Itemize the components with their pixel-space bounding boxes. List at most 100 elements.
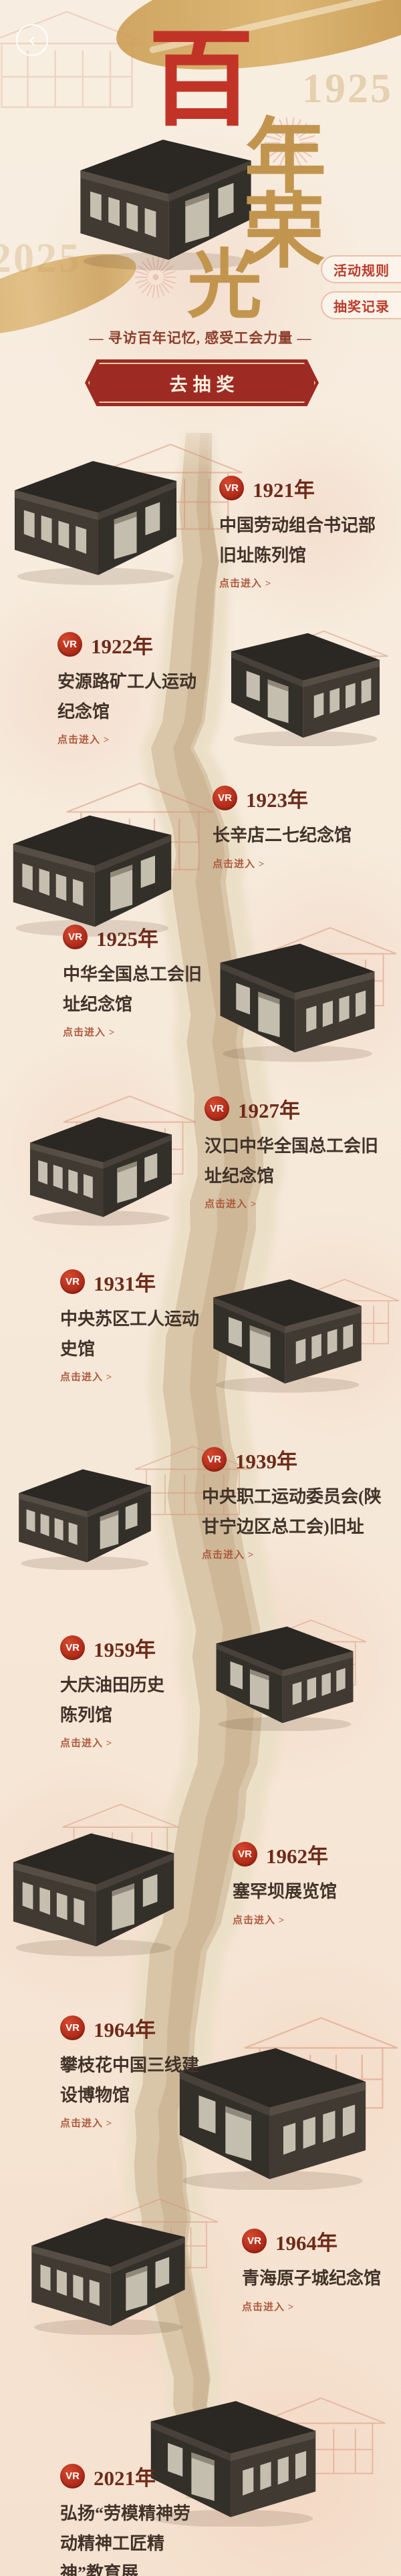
entry-info: VR 1964年 攀枝花中国三线建设博物馆 点击进入 > [60, 2013, 233, 2130]
entry-name-line: 中华全国总工会旧 [63, 965, 203, 984]
page-title-char: 百 [148, 22, 254, 139]
entry-year: 1962年 [266, 1844, 328, 1868]
entry-enter-link[interactable]: 点击进入 > [60, 2118, 113, 2130]
entry-name: 大庆油田历史陈列馆 [60, 1671, 233, 1730]
entry-name-line: 史馆 [60, 1339, 96, 1359]
timeline-entry[interactable]: VR 1931年 中央苏区工人运动史馆 点击进入 > [0, 1257, 401, 1432]
watermark-2025: 2025 [0, 236, 82, 281]
entry-enter-link[interactable]: 点击进入 > [205, 1199, 257, 1211]
entry-name: 中华全国总工会旧址纪念馆 [63, 960, 235, 1019]
entry-info: VR 2021年 弘扬“劳模精神劳动精神工匠精神”教育展 [60, 2461, 233, 2576]
entry-enter-link[interactable]: 点击进入 > [219, 579, 272, 590]
entry-info: VR 1921年 中国劳动组合书记部旧址陈列馆 点击进入 > [219, 473, 394, 590]
vr-badge[interactable]: VR [60, 1269, 85, 1294]
header: 1925 2025 ‹ 百 年 荣 光 活动规则 抽奖记录 — 寻访百年记忆, … [0, 0, 401, 441]
timeline-entry[interactable]: VR 1923年 长辛店二七纪念馆 点击进入 > [0, 768, 401, 977]
entry-name-line: 攀枝花中国三线建 [60, 2056, 200, 2075]
entry-enter-link[interactable]: 点击进入 > [60, 1372, 113, 1384]
entry-info: VR 1939年 中央职工运动委员会(陕甘宁边区总工会)旧址 点击进入 > [202, 1444, 394, 1561]
entry-enter-link[interactable]: 点击进入 > [57, 735, 110, 746]
back-button[interactable]: ‹ [16, 24, 48, 56]
entry-info: VR 1923年 长辛店二七纪念馆 点击进入 > [213, 783, 394, 870]
entry-name-line: 汉口中华全国总工会旧 [205, 1136, 379, 1156]
vr-badge[interactable]: VR [242, 2229, 267, 2253]
page-title-char: 光 [187, 245, 262, 327]
timeline-entry[interactable]: VR 1925年 中华全国总工会旧址纪念馆 点击进入 > [0, 907, 401, 1102]
timeline-entry[interactable]: VR 1964年 攀枝花中国三线建设博物馆 点击进入 > [0, 1994, 401, 2190]
entry-name: 中央苏区工人运动史馆 [60, 1305, 233, 1364]
entry-name: 攀枝花中国三线建设博物馆 [60, 2051, 233, 2110]
entry-name-line: 长辛店二七纪念馆 [213, 826, 352, 845]
firework-decoration [264, 117, 316, 169]
vr-badge[interactable]: VR [202, 1447, 227, 1472]
museum-building-illustration [19, 1469, 151, 1570]
vr-badge[interactable]: VR [233, 1842, 257, 1867]
vr-badge[interactable]: VR [63, 925, 88, 949]
timeline-entry[interactable]: VR 1922年 安源路矿工人运动纪念馆 点击进入 > [0, 621, 401, 783]
entry-year: 1964年 [94, 2018, 156, 2042]
lottery-records-button[interactable]: 抽奖记录 [321, 291, 401, 319]
entry-info: VR 1962年 塞罕坝展览馆 点击进入 > [233, 1839, 394, 1927]
vr-badge[interactable]: VR [60, 2016, 85, 2040]
vr-badge[interactable]: VR [219, 476, 244, 500]
tagline: — 寻访百年记忆, 感受工会力量 — [89, 330, 312, 346]
entry-name: 青海原子城纪念馆 [242, 2264, 394, 2294]
entry-name-line: 动精神工匠精 [60, 2533, 165, 2553]
entry-info: VR 1922年 安源路矿工人运动纪念馆 点击进入 > [57, 629, 230, 746]
entry-name: 中国劳动组合书记部旧址陈列馆 [219, 511, 394, 571]
entry-enter-link[interactable]: 点击进入 > [213, 858, 265, 870]
entry-enter-link[interactable]: 点击进入 > [60, 1738, 113, 1750]
vr-badge[interactable]: VR [213, 786, 237, 810]
entry-year: 1931年 [94, 1272, 156, 1295]
entry-name-line: 弘扬“劳模精神劳 [60, 2504, 191, 2523]
entry-name-line: 塞罕坝展览馆 [233, 1882, 338, 1901]
entry-info: VR 1931年 中央苏区工人运动史馆 点击进入 > [60, 1267, 233, 1384]
entry-year: 1939年 [235, 1450, 297, 1473]
entry-enter-link[interactable]: 点击进入 > [233, 1915, 285, 1926]
entry-year: 1959年 [94, 1638, 156, 1661]
vr-badge[interactable]: VR [60, 1635, 85, 1660]
entry-year: 2021年 [94, 2466, 156, 2490]
museum-building-illustration [220, 943, 375, 1062]
entry-year: 1925年 [96, 927, 158, 951]
entry-enter-link[interactable]: 点击进入 > [242, 2301, 295, 2313]
page-title-char: 荣 [243, 188, 325, 278]
entry-name: 安源路矿工人运动纪念馆 [57, 667, 230, 727]
entry-name-line: 中国劳动组合书记部 [219, 516, 376, 535]
timeline-entry[interactable]: VR 2021年 弘扬“劳模精神劳动精神工匠精神”教育展 [0, 2373, 401, 2576]
vr-badge[interactable]: VR [60, 2464, 85, 2488]
entry-enter-link[interactable]: 点击进入 > [202, 1550, 255, 1561]
entry-enter-link[interactable]: 点击进入 > [63, 1027, 116, 1039]
entry-year: 1964年 [275, 2231, 338, 2255]
museum-building-illustration [13, 1833, 174, 1957]
entry-year: 1922年 [91, 635, 153, 658]
timeline-entry[interactable]: VR 1921年 中国劳动组合书记部旧址陈列馆 点击进入 > [0, 433, 401, 637]
entry-year: 1921年 [253, 478, 315, 502]
activity-rules-button[interactable]: 活动规则 [321, 255, 401, 283]
entry-info: VR 1964年 青海原子城纪念馆 点击进入 > [242, 2226, 394, 2313]
entry-name: 汉口中华全国总工会旧址纪念馆 [205, 1132, 394, 1191]
entry-name-line: 安源路矿工人运动 [57, 672, 197, 691]
museum-building-illustration [231, 633, 380, 746]
entry-name-line: 陈列馆 [60, 1705, 113, 1725]
entry-name-line: 设博物馆 [60, 2085, 130, 2105]
entry-name: 长辛店二七纪念馆 [213, 821, 394, 851]
entry-info: VR 1925年 中华全国总工会旧址纪念馆 点击进入 > [63, 922, 235, 1039]
watermark-1925: 1925 [302, 66, 393, 112]
timeline-entry[interactable]: VR 1959年 大庆油田历史陈列馆 点击进入 > [0, 1615, 401, 1768]
timeline-entry[interactable]: VR 1927年 汉口中华全国总工会旧址纪念馆 点击进入 > [0, 1077, 401, 1277]
vr-badge[interactable]: VR [57, 632, 82, 657]
entry-name: 弘扬“劳模精神劳动精神工匠精神”教育展 [60, 2499, 233, 2576]
timeline-entry[interactable]: VR 1964年 青海原子城纪念馆 点击进入 > [0, 2193, 401, 2358]
museum-building-illustration [31, 2218, 185, 2335]
entry-info: VR 1927年 汉口中华全国总工会旧址纪念馆 点击进入 > [205, 1094, 394, 1211]
timeline-entry[interactable]: VR 1962年 塞罕坝展览馆 点击进入 > [0, 1800, 401, 1986]
timeline-entry[interactable]: VR 1939年 中央职工运动委员会(陕甘宁边区总工会)旧址 点击进入 > [0, 1435, 401, 1583]
entry-name: 塞罕坝展览馆 [233, 1877, 394, 1907]
chevron-left-icon: ‹ [29, 29, 35, 51]
entry-name-line: 甘宁边区总工会)旧址 [202, 1516, 364, 1537]
vr-badge[interactable]: VR [205, 1096, 229, 1121]
go-lottery-button[interactable]: 去抽奖 [85, 359, 319, 406]
entry-year: 1927年 [238, 1099, 300, 1122]
entry-name-line: 青海原子城纪念馆 [242, 2269, 382, 2288]
